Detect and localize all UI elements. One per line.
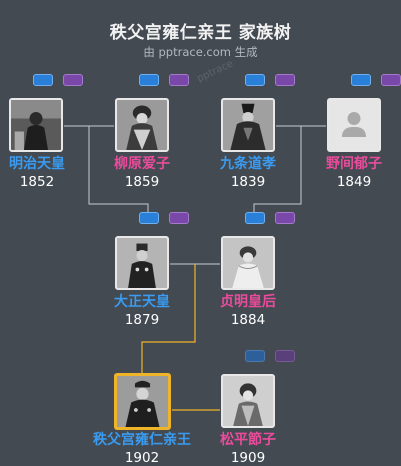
- birth-year: 1849: [336, 174, 372, 190]
- birth-year: 1852: [19, 174, 55, 190]
- portrait-noma[interactable]: [327, 98, 381, 152]
- birth-year: 1884: [230, 312, 266, 328]
- person-name[interactable]: 松平節子: [220, 432, 276, 448]
- generator-credit: 由 pptrace.com 生成: [143, 45, 258, 59]
- birth-year: 1859: [124, 174, 160, 190]
- female-line-toggle[interactable]: [275, 74, 295, 86]
- person-name[interactable]: 野间郁子: [326, 156, 382, 172]
- portrait-chichibu[interactable]: [114, 373, 171, 430]
- person-name[interactable]: 贞明皇后: [220, 294, 276, 310]
- male-line-toggle[interactable]: [33, 74, 53, 86]
- female-line-toggle[interactable]: [381, 74, 401, 86]
- portrait-setsuko[interactable]: [221, 374, 275, 428]
- male-line-toggle[interactable]: [245, 74, 265, 86]
- person-name[interactable]: 明治天皇: [9, 156, 65, 172]
- male-line-toggle[interactable]: [245, 212, 265, 224]
- portrait-yanagiwara[interactable]: [115, 98, 169, 152]
- descent-line-taisho: [88, 126, 149, 216]
- female-line-toggle[interactable]: [275, 350, 295, 362]
- portrait-kujo[interactable]: [221, 98, 275, 152]
- page-title: 秩父宫雍仁亲王 家族树: [109, 23, 292, 43]
- female-line-toggle[interactable]: [275, 212, 295, 224]
- person-name[interactable]: 九条道孝: [220, 156, 276, 172]
- descent-line-chichibu: [141, 264, 196, 374]
- portrait-teimei[interactable]: [221, 236, 275, 290]
- female-line-toggle[interactable]: [169, 212, 189, 224]
- birth-year: 1902: [124, 450, 160, 466]
- person-name[interactable]: 柳原爱子: [114, 156, 170, 172]
- birth-year: 1879: [124, 312, 160, 328]
- person-silhouette-icon: [329, 100, 379, 150]
- male-line-toggle[interactable]: [139, 212, 159, 224]
- person-name[interactable]: 大正天皇: [114, 294, 170, 310]
- portrait-meiji[interactable]: [9, 98, 63, 152]
- descent-line-teimei: [253, 126, 302, 216]
- male-line-toggle[interactable]: [351, 74, 371, 86]
- person-name[interactable]: 秩父宫雍仁亲王: [93, 432, 191, 448]
- female-line-toggle[interactable]: [169, 74, 189, 86]
- portrait-taisho[interactable]: [115, 236, 169, 290]
- birth-year: 1839: [230, 174, 266, 190]
- male-line-toggle[interactable]: [245, 350, 265, 362]
- birth-year: 1909: [230, 450, 266, 466]
- female-line-toggle[interactable]: [63, 74, 83, 86]
- male-line-toggle[interactable]: [139, 74, 159, 86]
